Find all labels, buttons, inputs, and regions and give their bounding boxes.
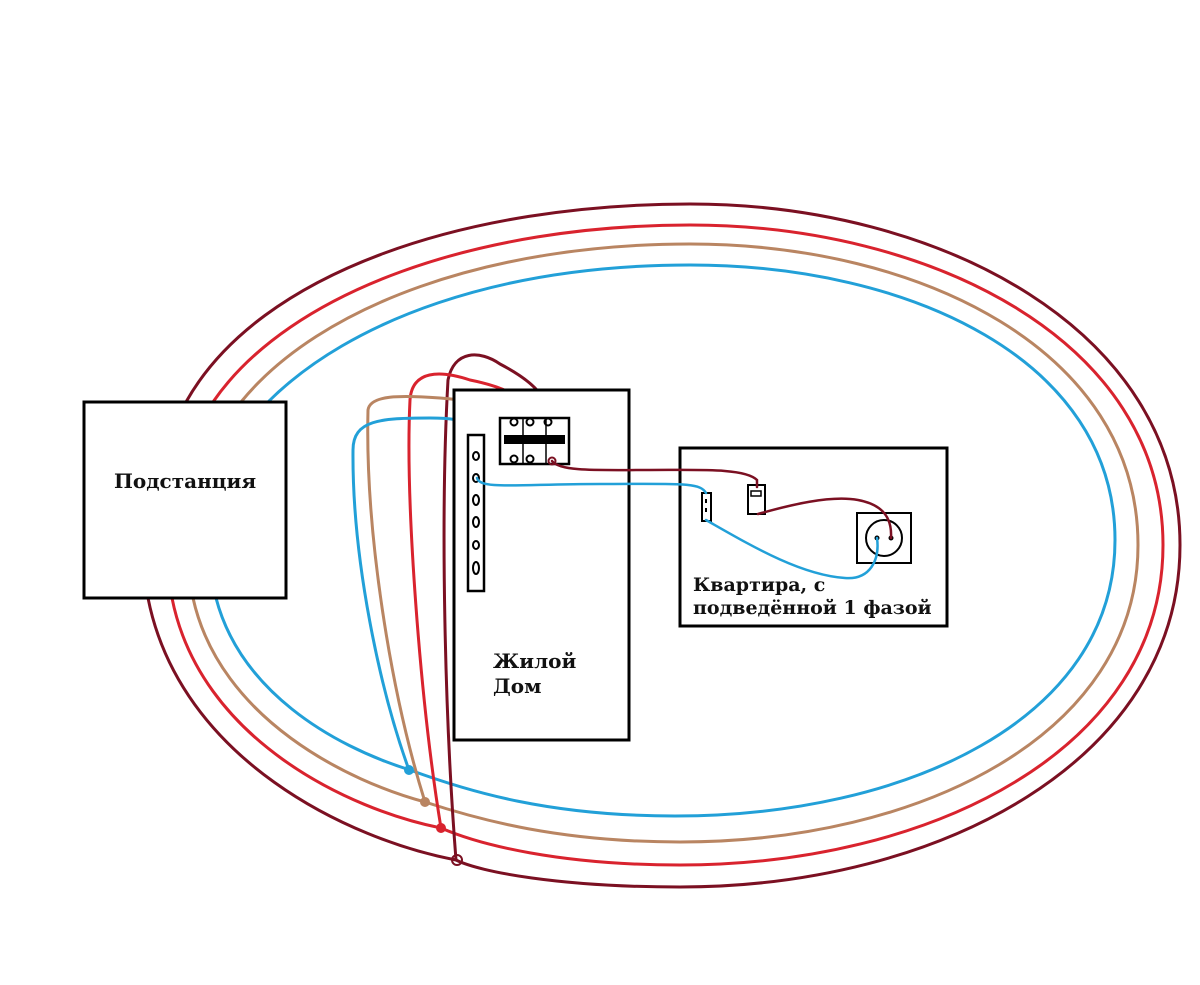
apartment-label-line2: подведённой 1 фазой	[693, 597, 932, 619]
junction-brown	[420, 797, 430, 807]
junction-red	[436, 823, 446, 833]
substation-box	[82, 400, 288, 600]
breaker-block-icon	[498, 416, 571, 466]
house: Жилой Дом	[452, 388, 631, 742]
phase-to-switch-wire	[550, 459, 759, 489]
apartment-label-line1: Квартира, с	[693, 574, 825, 596]
house-label-line1: Жилой	[493, 649, 577, 673]
socket-icon	[856, 512, 912, 564]
substation-label: Подстанция	[114, 469, 256, 493]
junction-blue	[404, 765, 414, 775]
substation: Подстанция	[82, 400, 288, 600]
ring-wire-brown-phase	[191, 242, 1140, 844]
junction-terminal-icon	[701, 492, 712, 522]
ring-junctions	[404, 765, 463, 866]
ring-wires	[146, 202, 1182, 889]
terminal-to-socket-wire	[704, 518, 879, 580]
junction-dark	[451, 854, 463, 866]
ring-wire-red-phase	[170, 223, 1165, 867]
house-label-line2: Дом	[493, 674, 542, 698]
neutral-bus-icon	[466, 433, 486, 593]
neutral-to-terminal-wire	[475, 476, 708, 495]
switch-icon	[747, 484, 766, 515]
apartment-feed-wires	[475, 459, 893, 580]
ring-wire-dark-phase	[146, 202, 1182, 889]
ring-wire-blue-neutral	[214, 263, 1117, 818]
feed-wire-dark-phase	[442, 353, 550, 862]
apartment: Квартира, с подведённой 1 фазой	[678, 446, 949, 628]
switch-to-socket-wire	[756, 497, 893, 540]
